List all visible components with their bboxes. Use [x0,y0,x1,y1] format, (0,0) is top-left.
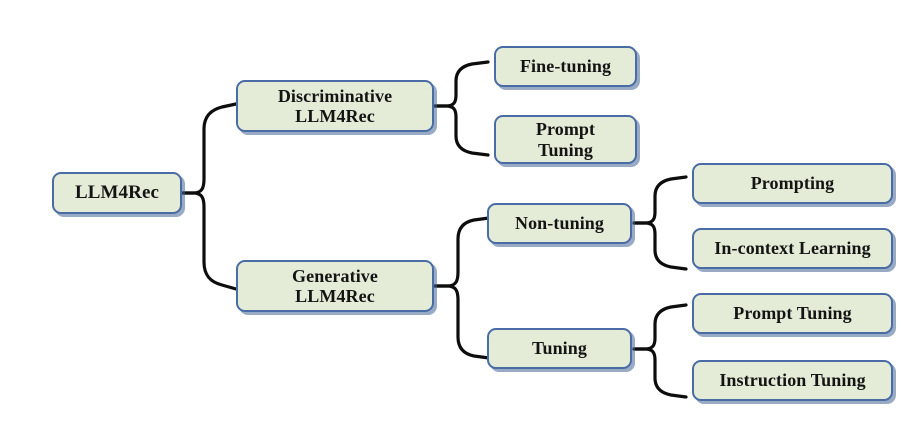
node-prompt-tuning-discriminative[interactable]: Prompt Tuning [494,115,637,164]
brace-discriminative-lower [433,104,490,157]
node-non-tuning[interactable]: Non-tuning [487,203,632,244]
node-prompting[interactable]: Prompting [692,163,893,204]
brace-generative [433,216,491,288]
brace-generative-lower [433,284,491,360]
brace-root [181,102,238,195]
brace-non-tuning [632,175,688,225]
brace-root-lower [181,191,238,291]
node-generative-llm4rec[interactable]: Generative LLM4Rec [236,260,434,312]
node-fine-tuning[interactable]: Fine-tuning [494,46,637,87]
brace-tuning [632,303,688,351]
brace-discriminative [433,60,490,108]
brace-tuning-lower [632,347,688,399]
node-prompt-tuning-generative[interactable]: Prompt Tuning [692,293,893,334]
brace-non-tuning-lower [632,221,688,271]
node-discriminative-llm4rec[interactable]: Discriminative LLM4Rec [236,80,434,132]
node-instruction-tuning[interactable]: Instruction Tuning [692,360,893,401]
node-llm4rec[interactable]: LLM4Rec [52,172,182,214]
node-tuning[interactable]: Tuning [487,328,632,369]
node-in-context-learning[interactable]: In-context Learning [692,228,893,269]
